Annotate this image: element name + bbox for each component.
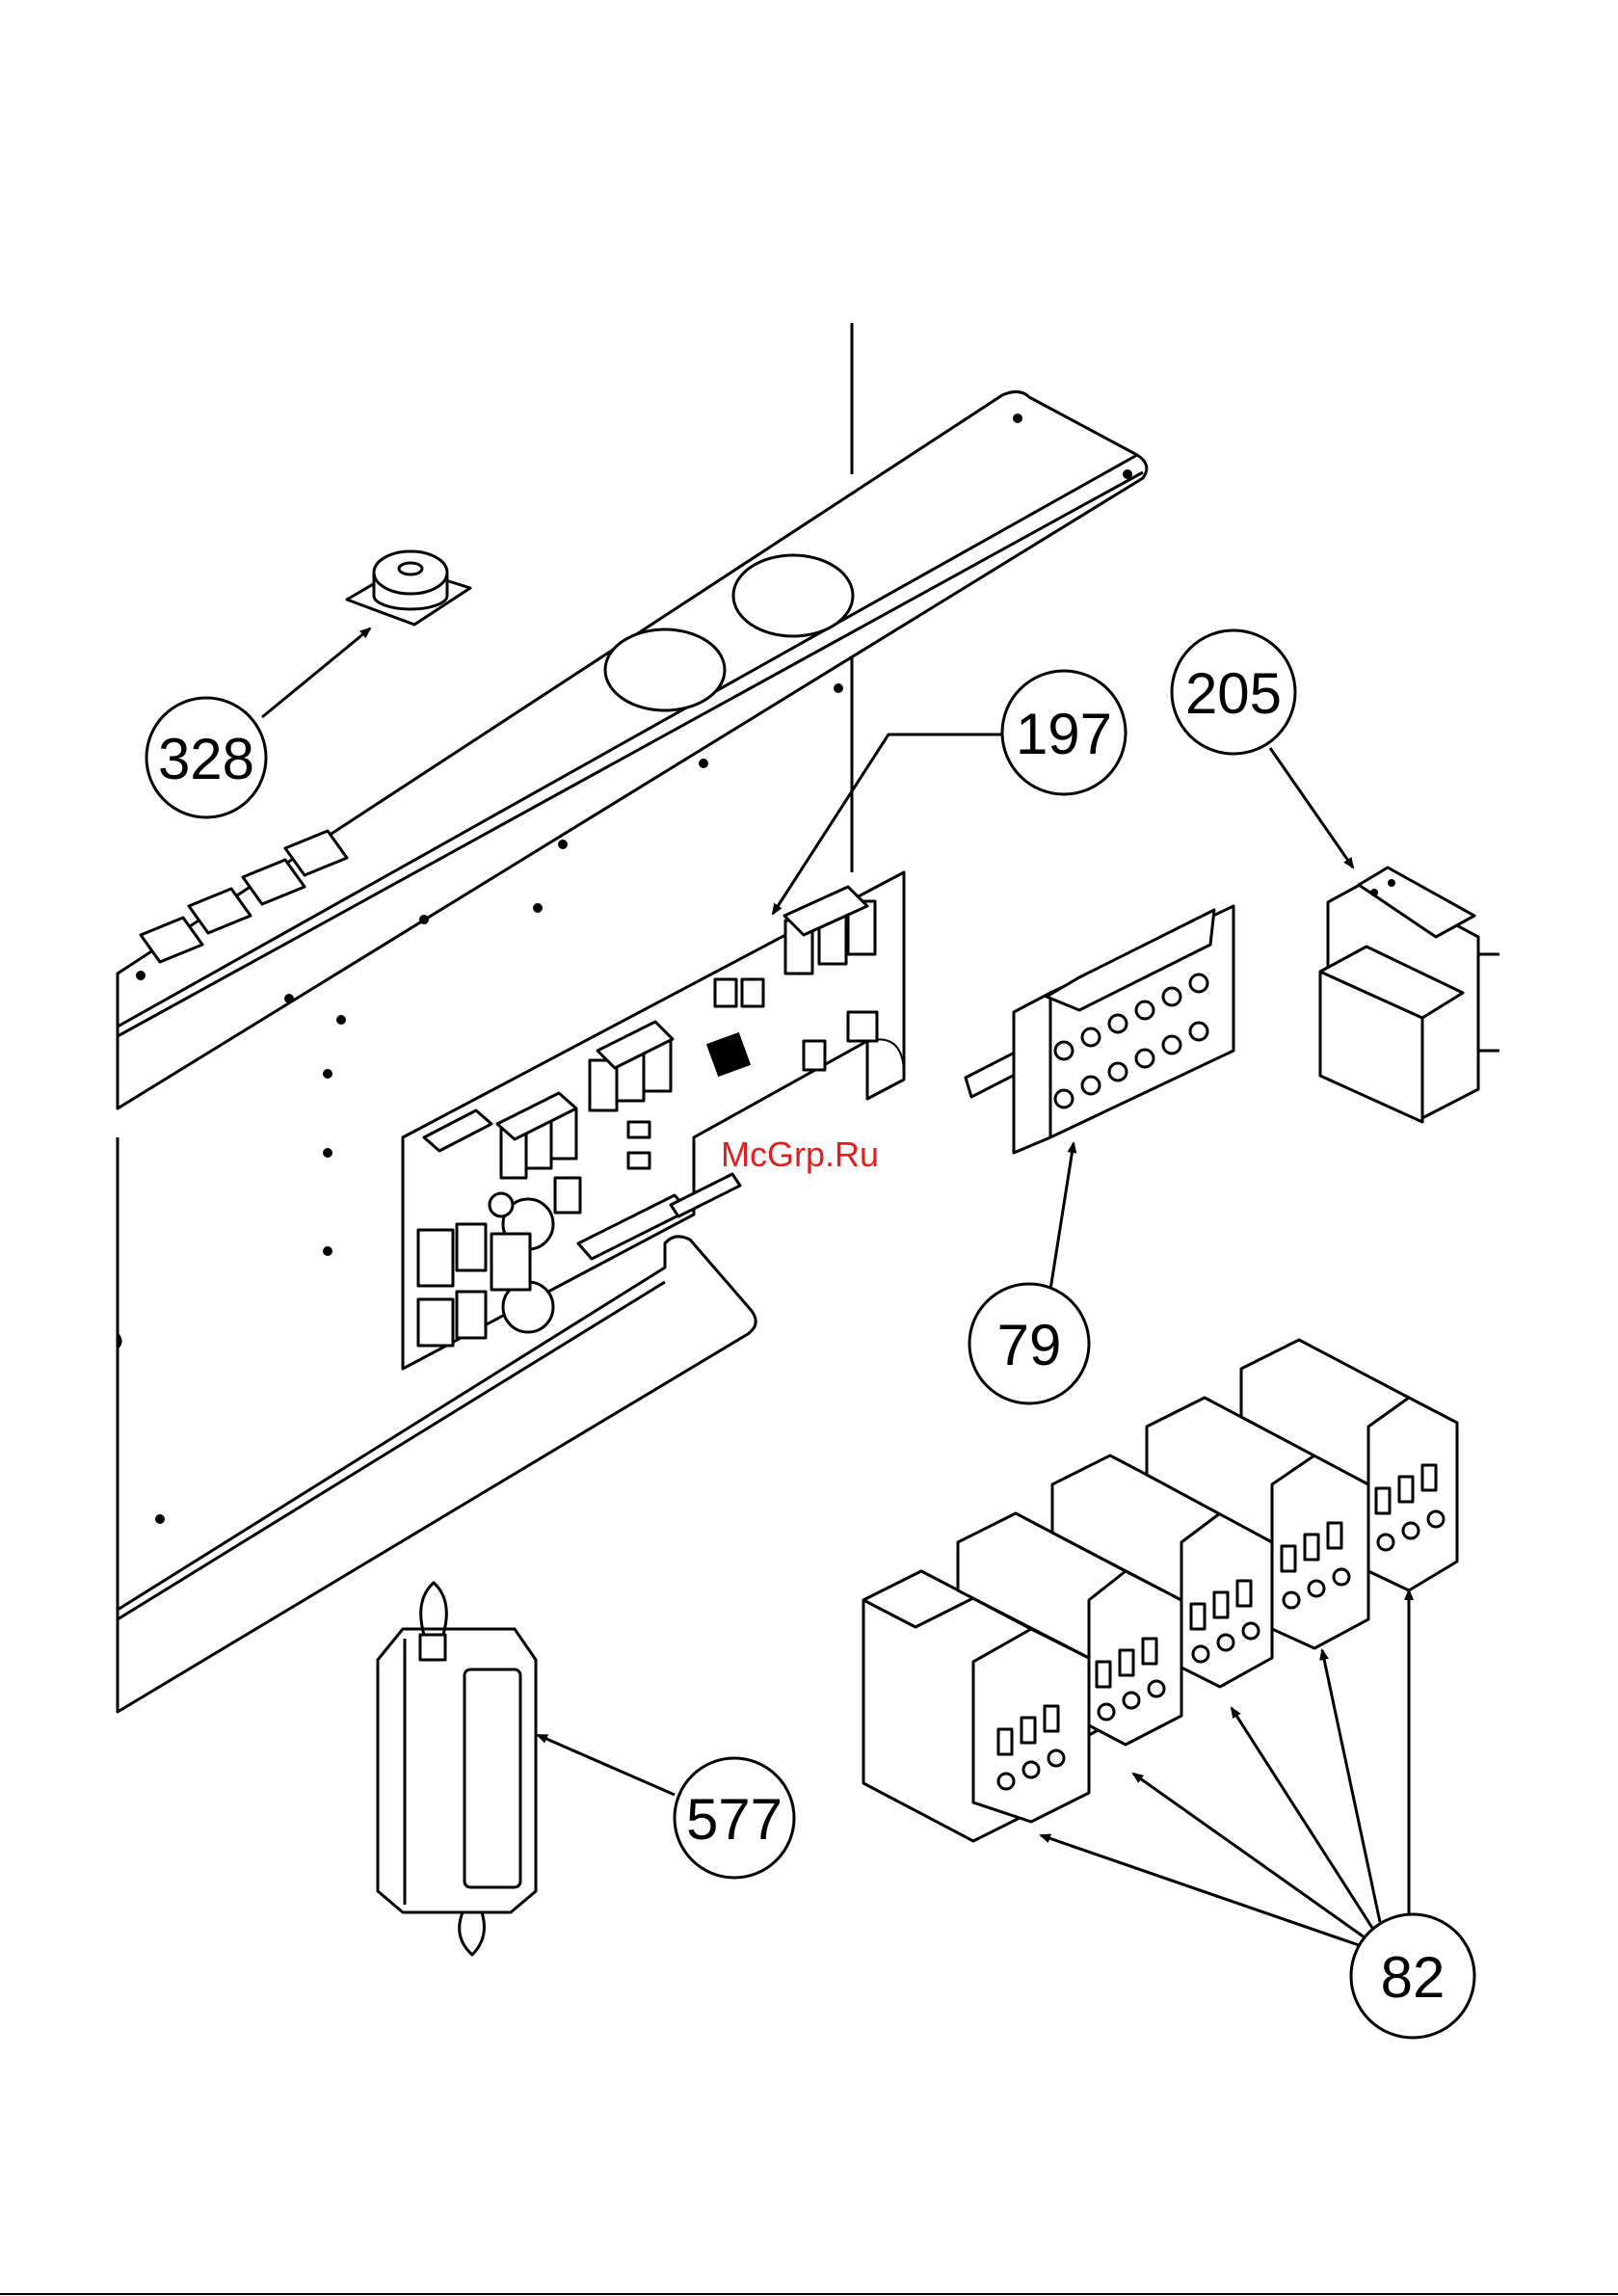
callout-label-79: 79	[997, 1313, 1062, 1377]
callout-label-197: 197	[1016, 702, 1112, 766]
callout-197: 197	[1002, 671, 1126, 794]
callout-82: 82	[1351, 1914, 1474, 2038]
callout-577: 577	[675, 1758, 794, 1878]
rail-opening-1	[733, 555, 853, 636]
callout-label-328: 328	[158, 727, 254, 791]
part-577-capacitor	[378, 1583, 536, 1955]
callout-205: 205	[1172, 630, 1295, 754]
part-82-contactors	[863, 1340, 1457, 1841]
part-79-terminal-block	[966, 906, 1233, 1153]
leader-79	[1050, 1143, 1074, 1290]
part-205-transformer	[1320, 868, 1499, 1122]
callout-328: 328	[146, 698, 266, 817]
part-328-buzzer	[347, 551, 470, 625]
watermark: McGrp.Ru	[721, 1135, 879, 1174]
leader-577	[538, 1735, 675, 1795]
callout-label-577: 577	[686, 1787, 782, 1852]
leader-205	[1270, 748, 1353, 868]
callout-label-205: 205	[1185, 661, 1282, 726]
rail-opening-2	[605, 629, 725, 710]
callout-label-82: 82	[1381, 1945, 1446, 2010]
callout-79: 79	[969, 1284, 1089, 1403]
leader-328	[262, 628, 370, 717]
